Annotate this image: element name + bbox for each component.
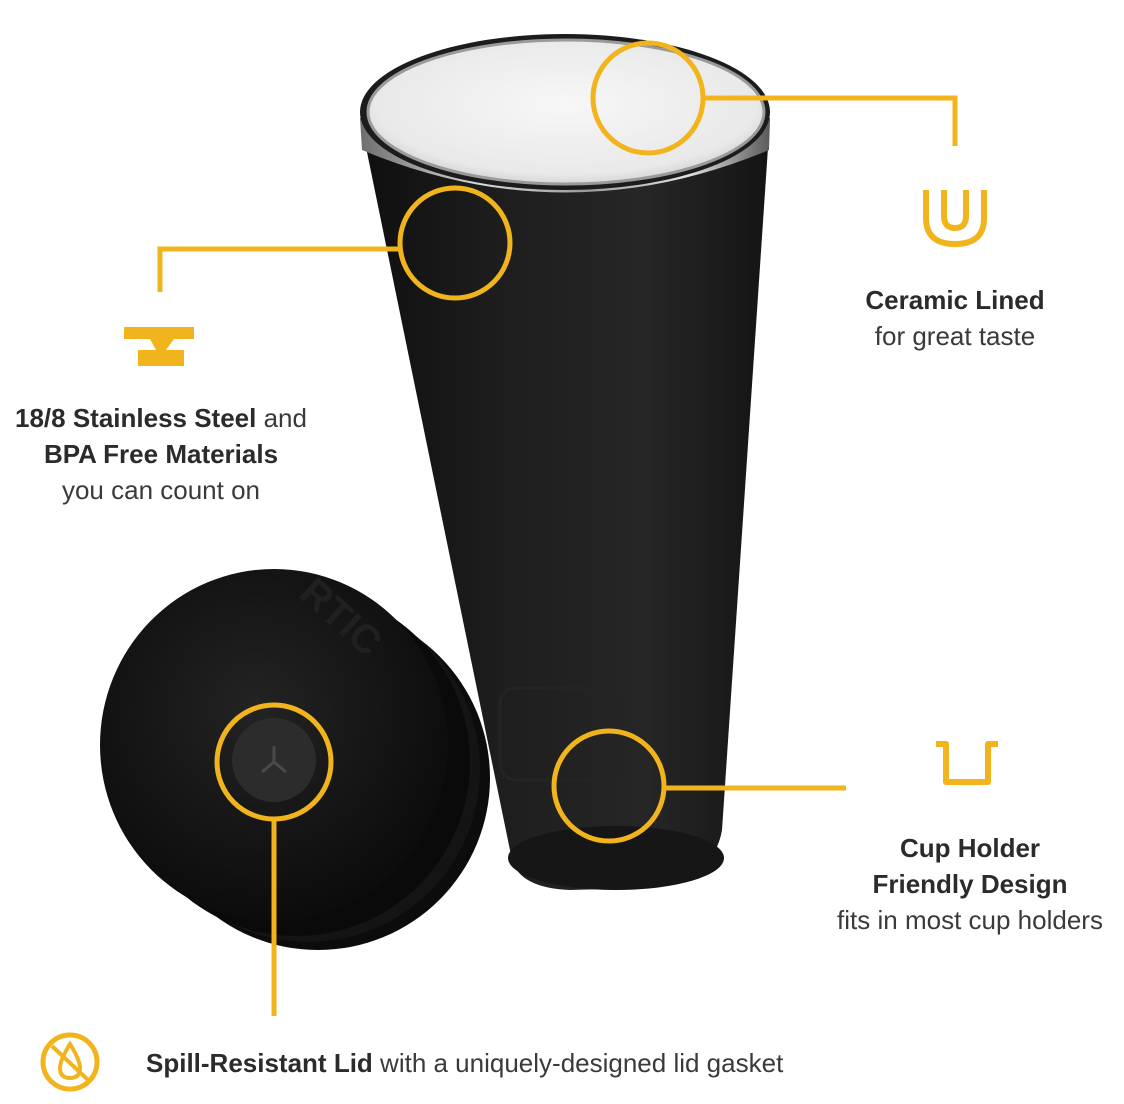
cup-holder-icon <box>936 741 998 785</box>
cupholder-feature: Cup Holder Friendly Design fits in most … <box>812 830 1124 938</box>
cupholder-title-1: Cup Holder <box>899 833 1041 863</box>
tumbler-body <box>360 118 770 890</box>
ceramic-feature: Ceramic Lined for great taste <box>835 282 1075 354</box>
ceramic-callout-line <box>703 95 958 146</box>
steel-line-3: you can count on <box>61 475 261 505</box>
steel-callout-circle <box>397 185 513 301</box>
lid-subtitle: with a uniquely-designed lid gasket <box>372 1048 784 1078</box>
steel-line-2: BPA Free Materials <box>43 439 279 469</box>
callouts <box>157 40 958 1016</box>
lid-text-row: Spill-Resistant Lid with a uniquely-desi… <box>146 1045 783 1081</box>
lid-title: Spill-Resistant Lid <box>146 1048 373 1078</box>
lid-button-mark <box>261 746 287 774</box>
steel-line-1-rest: and <box>256 403 307 433</box>
ceramic-subtitle: for great taste <box>874 321 1036 351</box>
lid: RTIC <box>100 569 490 950</box>
u-shape-icon <box>923 190 987 248</box>
tumbler-bottom <box>508 826 724 890</box>
ceramic-title: Ceramic Lined <box>865 285 1045 315</box>
cupholder-title-2: Friendly Design <box>872 869 1068 899</box>
steel-callout-line <box>157 246 400 292</box>
steel-line-1: 18/8 Stainless Steel and <box>0 400 322 436</box>
lid-feature: Spill-Resistant Lid with a uniquely-desi… <box>146 1045 783 1081</box>
cupholder-subtitle: fits in most cup holders <box>837 905 1103 935</box>
steel-feature: 18/8 Stainless Steel and BPA Free Materi… <box>0 400 322 508</box>
no-spill-drop-icon <box>40 1032 100 1092</box>
steel-line-1-bold: 18/8 Stainless Steel <box>15 403 257 433</box>
tumbler-inner-edge <box>366 38 766 186</box>
anvil-icon <box>124 327 194 366</box>
